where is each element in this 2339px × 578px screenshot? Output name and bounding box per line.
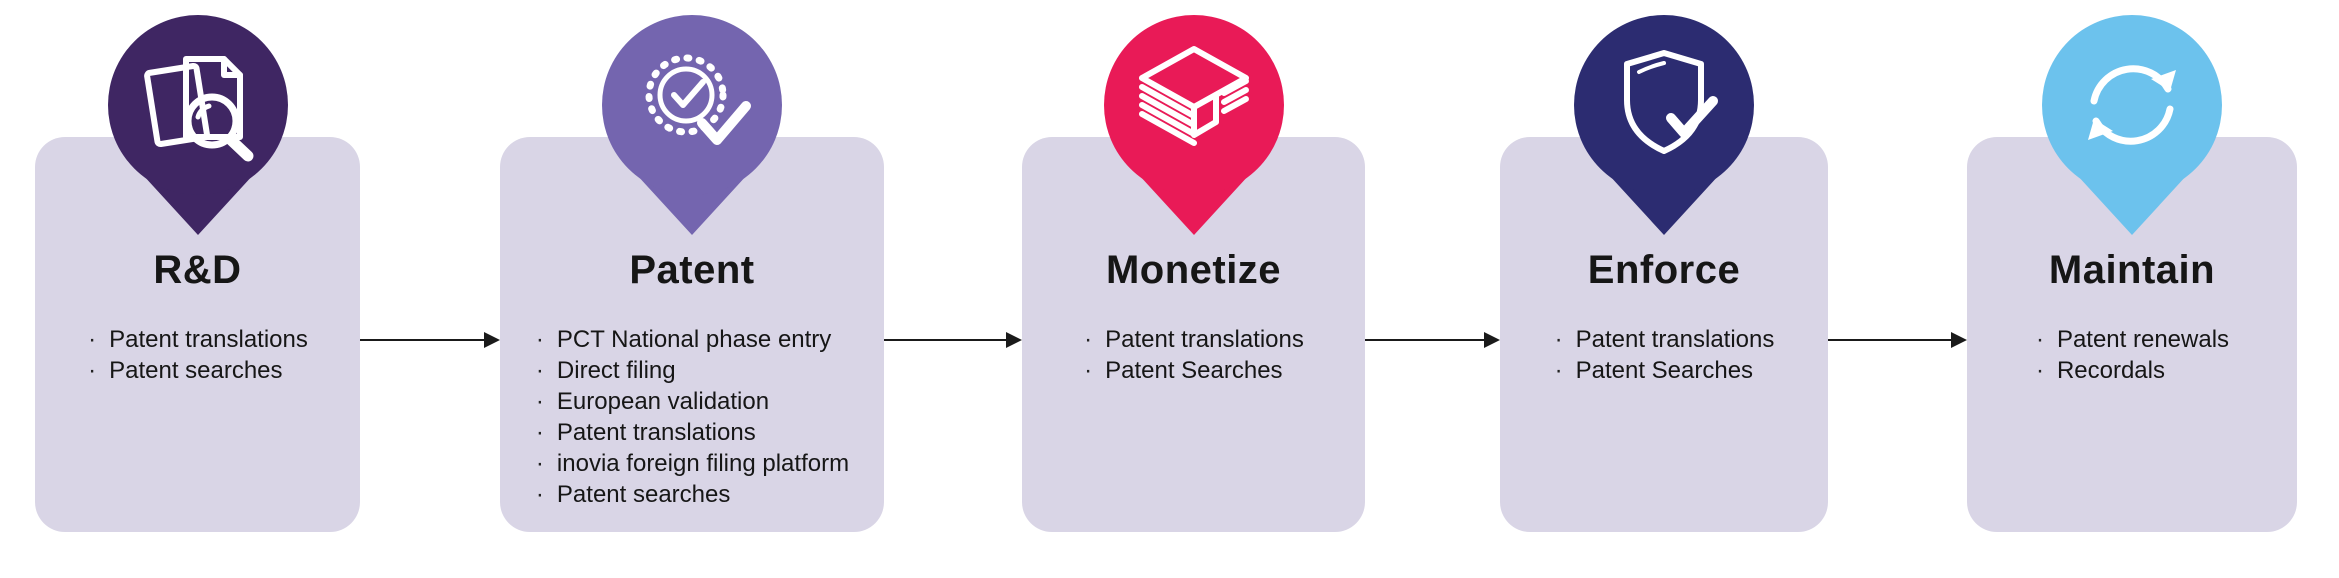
- flow-arrow: [884, 332, 1022, 348]
- bullet-dot: ·: [1084, 326, 1093, 353]
- stage-title: Enforce: [1587, 248, 1741, 292]
- stage-services: ·PCT National phase entry·Direct filing·…: [500, 324, 884, 510]
- pin-circle: [602, 15, 782, 195]
- shield-check-icon: [1624, 50, 1718, 154]
- arrow-line: [1828, 339, 1951, 341]
- stage-pin: [107, 15, 288, 235]
- list-item: · Patent translations: [535, 417, 849, 448]
- bullet-dot: ·: [535, 326, 544, 353]
- list-item-text: Patent renewals: [2056, 326, 2230, 353]
- bullet-dot: ·: [535, 388, 544, 415]
- stage-services: · Patent translations · Patent Searches: [1022, 324, 1365, 386]
- flow-arrow: [360, 332, 500, 348]
- service-list: · Patent translations · Patent searches: [87, 324, 308, 386]
- list-item: · Patent renewals: [2035, 324, 2229, 355]
- list-item: · Patent Searches: [1083, 355, 1304, 386]
- bullet-dot: ·: [88, 326, 97, 353]
- stage-services: · Patent translations · Patent searches: [35, 324, 360, 386]
- certificate-check-icon: [645, 54, 751, 145]
- list-item-text: Patent Searches: [1105, 357, 1283, 384]
- arrow-line: [360, 339, 484, 341]
- list-item: · PCT National phase entry: [535, 324, 849, 355]
- list-item: · Recordals: [2035, 355, 2229, 386]
- bullet-dot: ·: [1084, 357, 1093, 384]
- list-item: · Patent translations: [1083, 324, 1304, 355]
- list-item-text: Patent searches: [556, 481, 731, 508]
- list-item-text: Patent translations: [1575, 326, 1775, 353]
- service-list: · Patent renewals · Recordals: [2035, 324, 2229, 386]
- stage-title: Maintain: [2048, 248, 2216, 292]
- stage-maintain: Maintain · Patent renewals · Recordals: [1967, 0, 2297, 578]
- list-item-text: Patent searches: [109, 357, 283, 384]
- stage-enforce: Enforce · Patent translations · Patent Sear…: [1500, 0, 1828, 578]
- list-item: · Patent searches: [87, 355, 308, 386]
- list-item: · Patent translations: [87, 324, 308, 355]
- bullet-dot: ·: [1554, 357, 1563, 384]
- service-list: · Patent translations · Patent Searches: [1083, 324, 1304, 386]
- arrow-line: [884, 339, 1006, 341]
- bullet-dot: ·: [88, 357, 97, 384]
- stage-pin: [602, 15, 782, 235]
- bullet-dot: ·: [535, 450, 544, 477]
- list-item: · Patent searches: [535, 479, 849, 510]
- stage-patent: Patent · PCT National phase entry · Direct …: [500, 0, 884, 578]
- bullet-dot: ·: [2035, 357, 2044, 384]
- list-item: · European validation: [535, 386, 849, 417]
- pin-circle: [1574, 15, 1754, 195]
- service-list: ·PCT National phase entry·Direct filing·…: [535, 324, 849, 510]
- list-item: · inovia foreign filing platform: [535, 448, 849, 479]
- bullet-dot: ·: [535, 419, 544, 446]
- list-item-text: Recordals: [2056, 357, 2165, 384]
- list-item-text: inovia foreign filing platform: [556, 450, 850, 477]
- stage-monetize: Monetize · Patent translations · Patent Sea…: [1022, 0, 1365, 578]
- list-item: · Patent Searches: [1554, 355, 1775, 386]
- bullet-dot: ·: [2035, 326, 2044, 353]
- list-item-text: European validation: [556, 388, 770, 415]
- list-item-text: Patent translations: [109, 326, 308, 353]
- list-item-text: Patent translations: [1105, 326, 1304, 353]
- stage-title: Patent: [629, 248, 755, 292]
- list-item-text: Patent translations: [556, 419, 756, 446]
- bullet-dot: ·: [535, 357, 544, 384]
- bullet-dot: ·: [535, 481, 544, 508]
- stage-services: · Patent renewals · Recordals: [1967, 324, 2297, 386]
- flow-arrow: [1365, 332, 1500, 348]
- list-item-text: PCT National phase entry: [556, 326, 832, 353]
- list-item: · Patent translations: [1554, 324, 1775, 355]
- stage-pin: [1574, 15, 1754, 235]
- list-item-text: Direct filing: [556, 357, 676, 384]
- pin-circle: [2042, 15, 2222, 195]
- flow-arrow: [1828, 332, 1967, 348]
- arrow-head-icon: [484, 332, 500, 348]
- list-item: · Direct filing: [535, 355, 849, 386]
- refresh-arrows-icon: [2088, 65, 2176, 145]
- service-list: · Patent translations · Patent Searches: [1554, 324, 1775, 386]
- arrow-head-icon: [1484, 332, 1500, 348]
- arrow-head-icon: [1951, 332, 1967, 348]
- stage-pin: [2042, 15, 2222, 235]
- stage-services: · Patent translations · Patent Searches: [1500, 324, 1828, 386]
- arrow-line: [1365, 339, 1484, 341]
- bullet-dot: ·: [1554, 326, 1563, 353]
- arrow-head-icon: [1006, 332, 1022, 348]
- list-item-text: Patent Searches: [1575, 357, 1754, 384]
- stage-rd: R&D · Patent translations · Patent searches: [35, 0, 360, 578]
- documents-search-icon: [143, 56, 253, 162]
- stage-pin: [1103, 15, 1284, 235]
- stage-title: R&D: [153, 248, 242, 292]
- stage-title: Monetize: [1105, 248, 1282, 292]
- money-stack-icon: [1138, 46, 1249, 146]
